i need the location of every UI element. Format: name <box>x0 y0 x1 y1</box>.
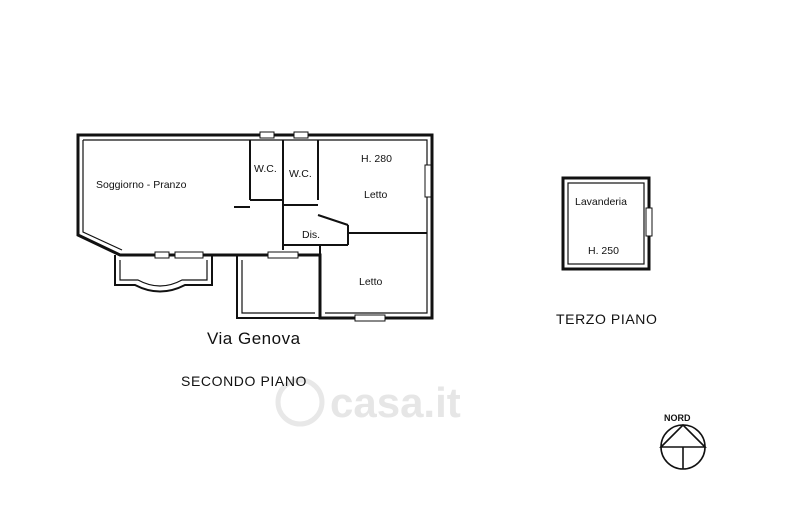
room-lavanderia: Lavanderia <box>575 196 627 208</box>
third-floor-plan: Lavanderia H. 250 TERZO PIANO <box>556 176 658 327</box>
window-soggiorno <box>174 251 204 259</box>
watermark-logo-icon <box>275 377 325 427</box>
second-floor-label: SECONDO PIANO <box>181 373 307 389</box>
room-letto-2: Letto <box>359 276 383 288</box>
balcony-west-inner <box>119 260 208 287</box>
second-floor-plan: Soggiorno - Pranzo W.C. W.C. H. 280 Lett… <box>76 131 434 389</box>
window-letto1 <box>424 164 432 198</box>
terrace-south <box>236 255 320 319</box>
room-wc-1: W.C. <box>254 163 277 175</box>
lavanderia-inner-wall <box>567 182 645 265</box>
north-label: NORD <box>664 413 691 423</box>
room-disimpegno: Dis. <box>302 229 320 241</box>
partition-dis-bend <box>317 214 349 226</box>
room-letto-1-height: H. 280 <box>361 153 392 165</box>
room-letto-1: Letto <box>364 189 388 201</box>
balcony-west <box>114 255 213 293</box>
window-lavanderia <box>645 207 653 237</box>
window-soggiorno-2 <box>154 251 170 259</box>
room-wc-2: W.C. <box>289 168 312 180</box>
watermark-text: casa.it <box>330 379 461 426</box>
window-terrace <box>267 251 299 259</box>
north-indicator: NORD <box>659 413 707 470</box>
street-label: Via Genova <box>207 329 301 348</box>
north-arrow-icon <box>659 423 707 470</box>
room-soggiorno-pranzo: Soggiorno - Pranzo <box>96 179 187 191</box>
main-inner-wall-left <box>82 140 123 251</box>
third-floor-label: TERZO PIANO <box>556 311 658 327</box>
window-letto2 <box>354 314 386 322</box>
main-inner-wall <box>83 139 428 314</box>
room-lavanderia-height: H. 250 <box>588 245 619 257</box>
window-wc1 <box>259 131 275 139</box>
casa-it-watermark: casa.it <box>275 377 461 427</box>
terrace-south-inner <box>241 260 315 314</box>
main-outer-wall <box>76 133 434 320</box>
window-wc2 <box>293 131 309 139</box>
